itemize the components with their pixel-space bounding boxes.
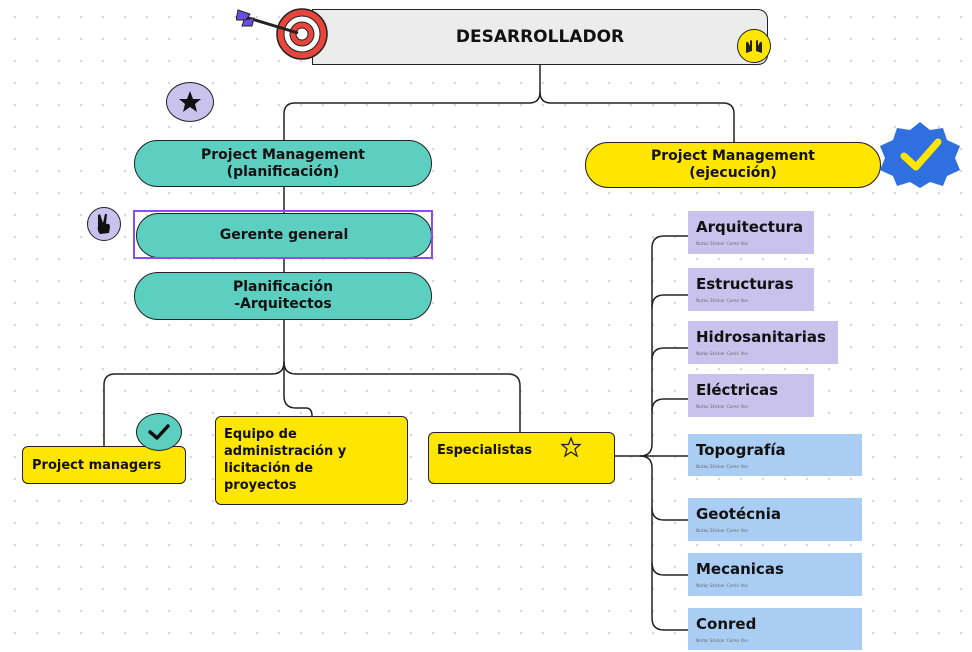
card-mecanicas[interactable]: Mecanicas Notas Sticker Como Yeo: [688, 553, 862, 596]
card-title: Eléctricas: [696, 381, 779, 399]
node-planificacion-arquitectos[interactable]: Planificación -Arquitectos: [134, 272, 432, 320]
card-title: Estructuras: [696, 275, 794, 293]
root-label: DESARROLLADOR: [455, 27, 625, 47]
node-pm-ejecucion[interactable]: Project Management (ejecución): [585, 142, 881, 188]
card-title: Topografía: [696, 441, 786, 459]
card-title: Mecanicas: [696, 560, 784, 578]
card-caption: Notas Sticker Como Yeo: [696, 638, 748, 643]
card-electricas[interactable]: Eléctricas Notas Sticker Como Yeo: [688, 374, 814, 417]
card-estructuras[interactable]: Estructuras Notas Sticker Como Yeo: [688, 268, 814, 311]
node-gerente-general[interactable]: Gerente general: [136, 213, 432, 258]
star-icon: [166, 82, 214, 122]
equipo-label: Equipo de administración y licitación de…: [224, 427, 347, 493]
card-title: Hidrosanitarias: [696, 328, 826, 346]
project-managers-label: Project managers: [32, 457, 162, 473]
especialistas-label: Especialistas: [437, 443, 533, 458]
check-icon: [136, 413, 182, 451]
card-arquitectura[interactable]: Arquitectura Notas Sticker Como Yeo: [688, 211, 814, 254]
victory-hand-icon: [87, 207, 121, 241]
verified-check-icon: [870, 120, 972, 188]
star-outline-icon: [560, 436, 582, 458]
card-caption: Notas Sticker Como Yeo: [696, 464, 748, 469]
node-pm-planificacion[interactable]: Project Management (planificación): [134, 140, 432, 187]
card-geotecnia[interactable]: Geotécnia Notas Sticker Como Yeo: [688, 498, 862, 541]
selection-outline: [133, 210, 433, 259]
pm-ejecucion-label: Project Management (ejecución): [651, 148, 815, 181]
node-equipo-administracion[interactable]: Equipo de administración y licitación de…: [215, 416, 408, 505]
card-caption: Notas Sticker Como Yeo: [696, 404, 748, 409]
card-caption: Notas Sticker Como Yeo: [696, 528, 748, 533]
card-caption: Notas Sticker Como Yeo: [696, 351, 748, 356]
card-title: Conred: [696, 615, 757, 633]
card-title: Arquitectura: [696, 218, 804, 236]
card-topografia[interactable]: Topografía Notas Sticker Como Yeo: [688, 434, 862, 476]
planificacion-label: Planificación -Arquitectos: [232, 279, 334, 312]
card-caption: Notas Sticker Como Yeo: [696, 298, 748, 303]
card-caption: Notas Sticker Como Yeo: [696, 583, 748, 588]
card-conred[interactable]: Conred Notas Sticker Como Yeo: [688, 608, 862, 650]
raised-hands-icon: [737, 29, 771, 63]
gerente-label: Gerente general: [219, 227, 349, 243]
node-especialistas[interactable]: Especialistas: [428, 432, 615, 484]
pm-planificacion-label: Project Management (planificación): [201, 146, 365, 180]
card-title: Geotécnia: [696, 505, 781, 523]
card-caption: Notas Sticker Como Yeo: [696, 241, 748, 246]
target-arrow-icon: [235, 8, 336, 60]
node-project-managers[interactable]: Project managers: [22, 446, 186, 484]
root-node-desarrollador[interactable]: DESARROLLADOR: [312, 9, 768, 65]
card-hidrosanitarias[interactable]: Hidrosanitarias Notas Sticker Como Yeo: [688, 321, 838, 364]
